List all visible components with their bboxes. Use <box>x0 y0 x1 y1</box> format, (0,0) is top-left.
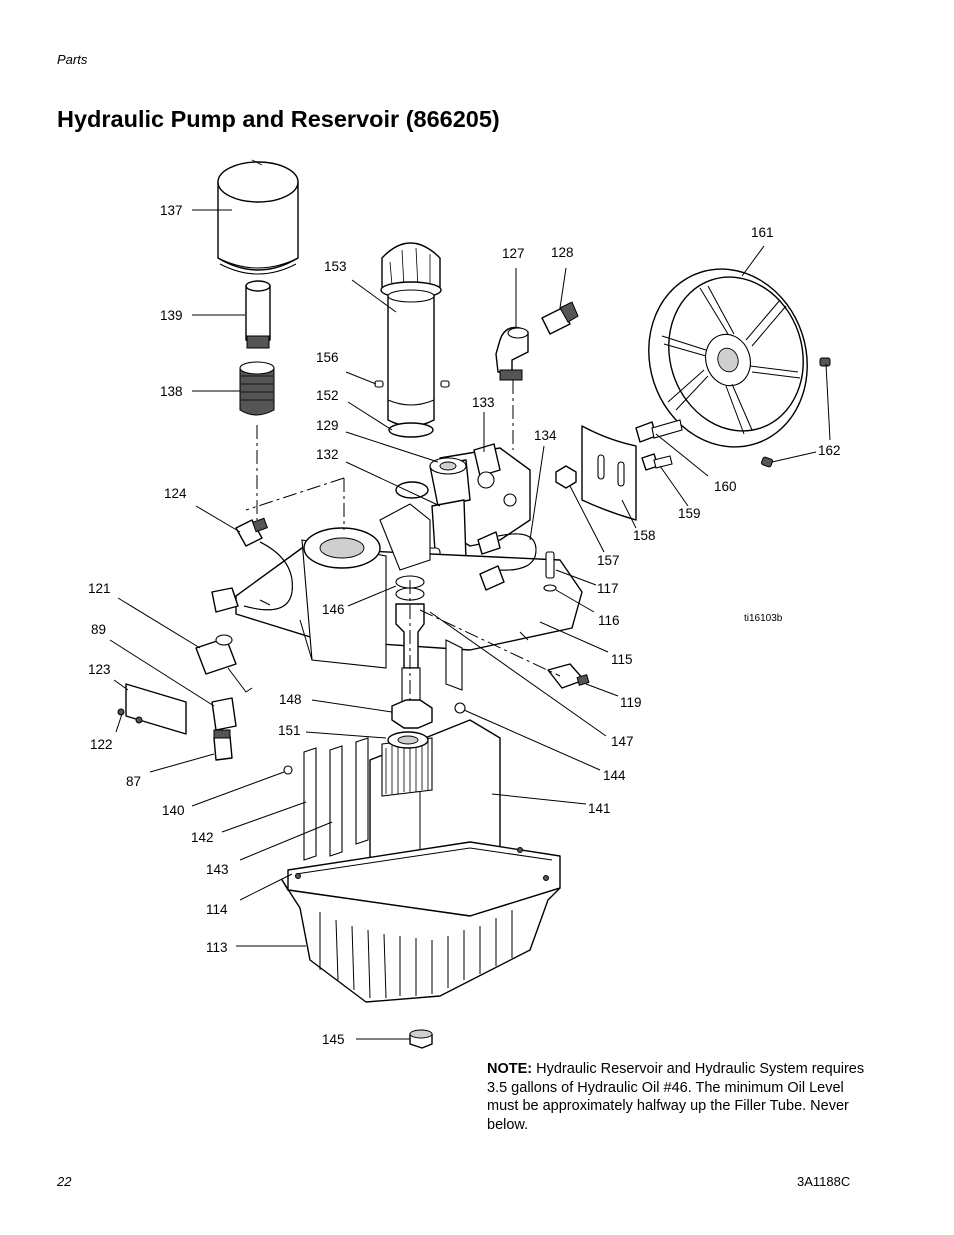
callout-127: 127 <box>502 246 525 261</box>
callout-162: 162 <box>818 443 841 458</box>
callout-137: 137 <box>160 203 183 218</box>
part-119-valve <box>547 663 590 689</box>
callout-115: 115 <box>611 652 633 667</box>
callout-151: 151 <box>278 723 301 738</box>
callout-156: 156 <box>316 350 339 365</box>
callout-146: 146 <box>322 602 345 617</box>
part-142-strip <box>303 737 369 861</box>
part-145-drain-plug <box>409 1029 433 1049</box>
callout-89: 89 <box>91 622 106 637</box>
part-152-oring <box>388 422 434 438</box>
part-162-clip <box>760 357 831 468</box>
callout-144: 144 <box>603 768 626 783</box>
callout-138: 138 <box>160 384 183 399</box>
page-title: Hydraulic Pump and Reservoir (866205) <box>57 106 500 132</box>
callout-140: 140 <box>162 803 185 818</box>
figure-id: ti16103b <box>744 613 783 624</box>
part-138-coupling <box>239 361 275 416</box>
part-124-hose <box>211 517 293 613</box>
part-160-bolt <box>635 419 683 443</box>
callout-133: 133 <box>472 395 495 410</box>
callout-160: 160 <box>714 479 737 494</box>
callout-121: 121 <box>88 581 111 596</box>
part-127-elbow <box>495 326 529 381</box>
callout-134: 134 <box>534 428 557 443</box>
part-121-valve <box>195 634 253 693</box>
part-113-reservoir <box>281 841 561 1003</box>
part-157-nut <box>555 465 577 489</box>
callout-113: 113 <box>206 940 228 955</box>
part-89-fitting <box>211 697 237 731</box>
callout-129: 129 <box>316 418 339 433</box>
note-text: Hydraulic Reservoir and Hydraulic System… <box>487 1061 865 1133</box>
callout-147: 147 <box>611 734 634 749</box>
part-159-screw <box>641 453 673 471</box>
callout-124: 124 <box>164 486 187 501</box>
callout-153: 153 <box>324 259 347 274</box>
part-137-filter <box>217 159 299 275</box>
callout-142: 142 <box>191 830 214 845</box>
callout-157: 157 <box>597 553 620 568</box>
callout-132: 132 <box>316 447 339 462</box>
callout-123: 123 <box>88 662 111 677</box>
part-117-screw <box>543 551 557 592</box>
callout-117: 117 <box>597 581 619 596</box>
callout-139: 139 <box>160 308 183 323</box>
note-label: NOTE: <box>487 1061 533 1077</box>
part-158-bracket <box>581 425 637 521</box>
callout-87: 87 <box>126 774 141 789</box>
callout-114: 114 <box>206 902 228 917</box>
part-156-pins <box>374 380 450 388</box>
part-144-plug <box>454 702 466 714</box>
page-number: 22 <box>57 1174 72 1189</box>
callout-119: 119 <box>620 695 642 710</box>
callout-116: 116 <box>598 613 620 628</box>
callout-159: 159 <box>678 506 701 521</box>
part-140-screw <box>283 765 293 775</box>
note-box: NOTE: Hydraulic Reservoir and Hydraulic … <box>487 1060 867 1134</box>
callout-145: 145 <box>322 1032 345 1047</box>
callout-148: 148 <box>279 692 302 707</box>
callout-128: 128 <box>551 245 574 260</box>
callout-141: 141 <box>588 801 611 816</box>
part-148-nut <box>391 699 433 729</box>
part-134-hose <box>477 531 537 591</box>
callout-143: 143 <box>206 862 229 877</box>
part-161-fan <box>648 268 808 448</box>
callout-labels: 137 139 138 153 156 152 129 132 127 128 … <box>88 203 841 1047</box>
callout-158: 158 <box>633 528 656 543</box>
part-123-plate <box>117 683 187 735</box>
assembly-centerlines <box>245 380 561 700</box>
section-label: Parts <box>57 52 88 67</box>
part-153-filler-tube <box>380 242 442 427</box>
leader-lines <box>109 209 831 1040</box>
part-128-fitting <box>541 301 579 335</box>
callout-161: 161 <box>751 225 774 240</box>
part-87-nipple <box>213 729 233 761</box>
callout-122: 122 <box>90 737 113 752</box>
part-139-nipple <box>245 280 271 349</box>
callout-152: 152 <box>316 388 339 403</box>
doc-number: 3A1188C <box>797 1174 851 1189</box>
